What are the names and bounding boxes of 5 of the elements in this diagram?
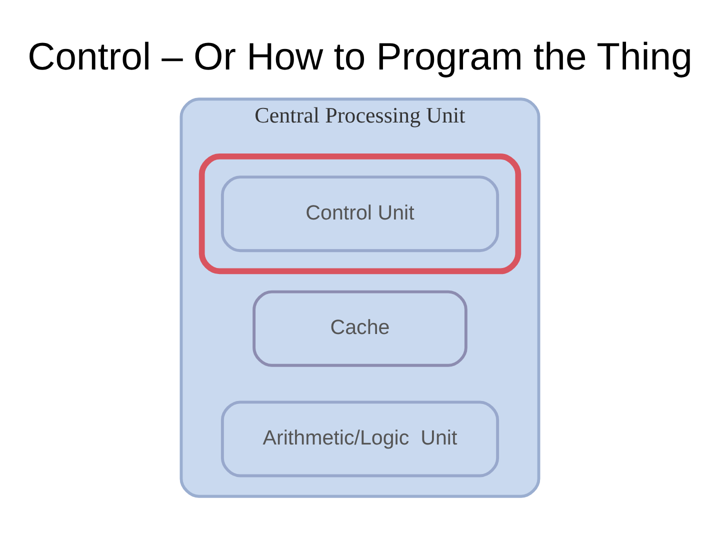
node-box: Control Unit	[220, 175, 500, 252]
diagram-title: Control – Or How to Program the Thing	[28, 34, 692, 78]
cluster	[198, 153, 522, 274]
node-box: Cache	[252, 290, 468, 366]
node-box: Arithmetic/Logic Unit	[220, 400, 500, 477]
